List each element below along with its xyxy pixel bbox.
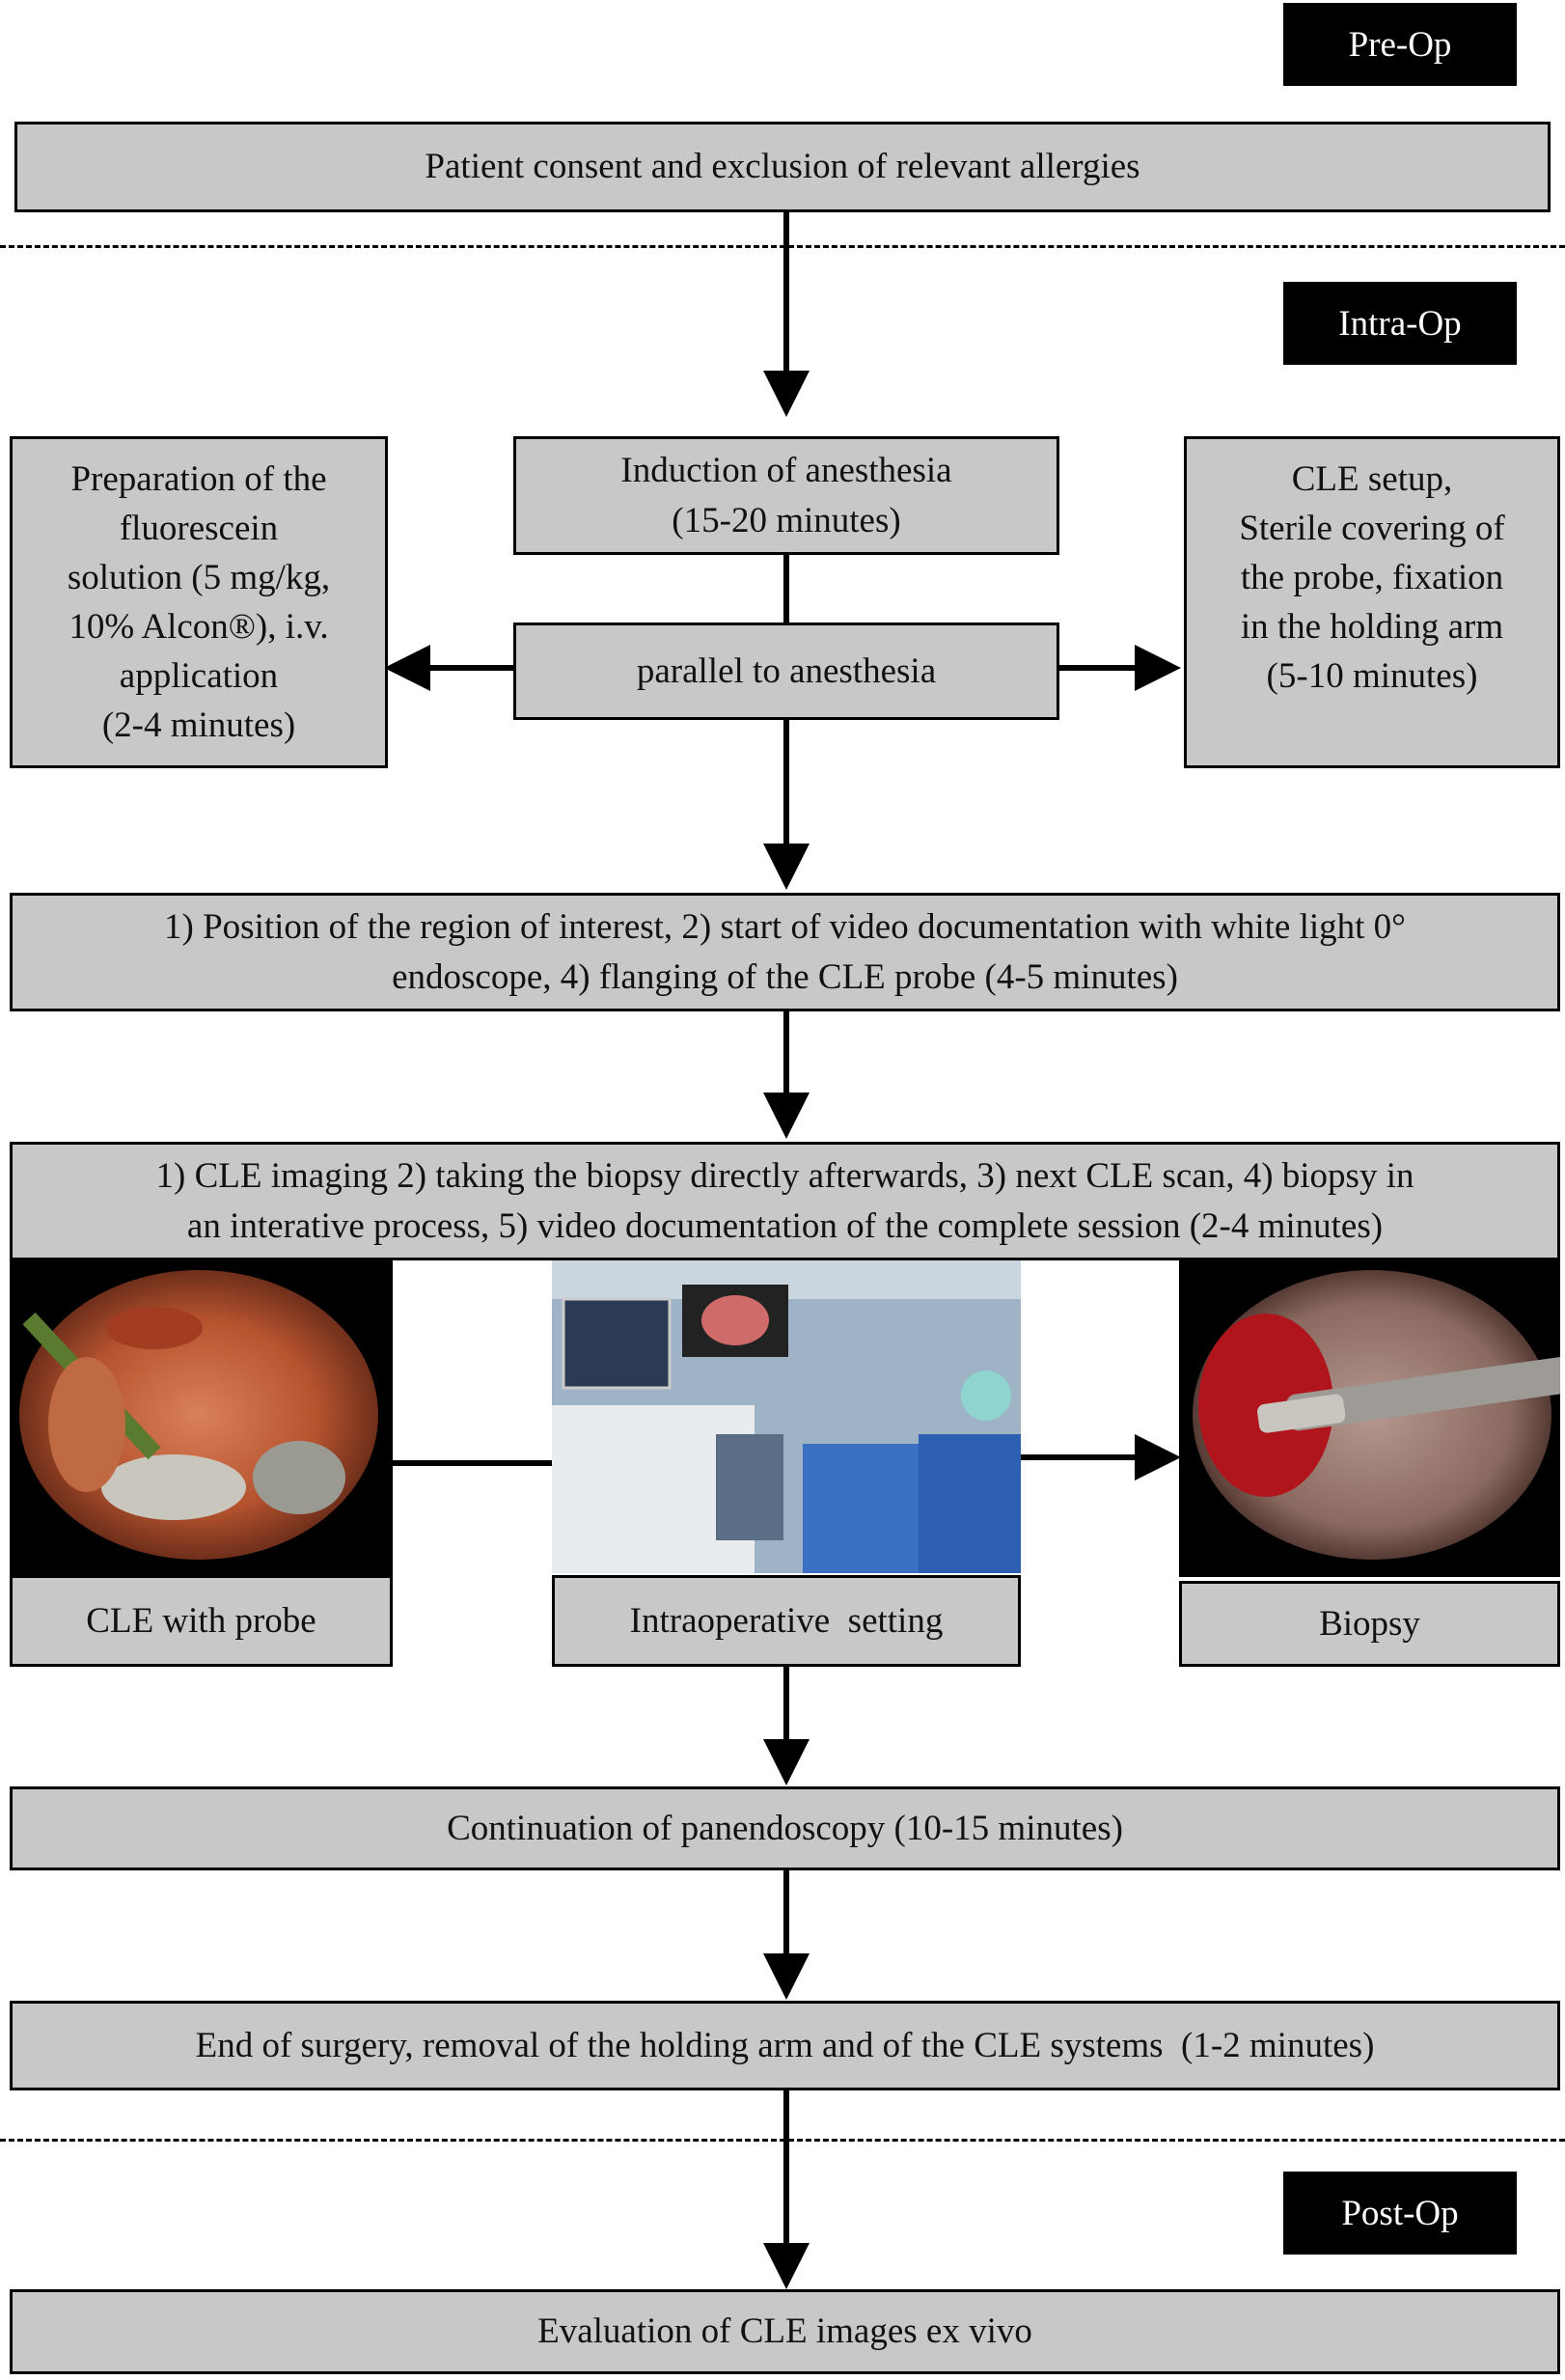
post-op-label: Post-Op [1341, 2193, 1459, 2233]
cle-setup-text: CLE setup, Sterile covering of the probe… [1239, 459, 1505, 697]
fluorescein-box: Preparation of the fluorescein solution … [10, 436, 388, 768]
biopsy-endoscopic-image [1193, 1270, 1560, 1560]
cle-probe-endoscopic-image [19, 1270, 378, 1560]
setting-caption-box: Intraoperative setting [552, 1575, 1021, 1667]
intra-op-label: Intra-Op [1338, 303, 1462, 344]
biopsy-photo [1179, 1260, 1560, 1577]
end-surgery-box: End of surgery, removal of the holding a… [10, 2001, 1560, 2090]
intra-op-tag: Intra-Op [1283, 282, 1517, 365]
consent-box: Patient consent and exclusion of relevan… [14, 122, 1551, 212]
intraoperative-setting-photo [552, 1260, 1021, 1573]
pre-op-tag: Pre-Op [1283, 3, 1517, 86]
cle-probe-caption-box: CLE with probe [10, 1575, 393, 1667]
cle-probe-photo [10, 1260, 393, 1577]
setting-caption: Intraoperative setting [629, 1600, 944, 1641]
biopsy-caption: Biopsy [1319, 1603, 1420, 1644]
induction-text: Induction of anesthesia (15-20 minutes) [620, 451, 952, 540]
imaging-text: 1) CLE imaging 2) taking the biopsy dire… [155, 1156, 1414, 1246]
continuation-box: Continuation of panendoscopy (10-15 minu… [10, 1786, 1560, 1870]
consent-text: Patient consent and exclusion of relevan… [425, 147, 1140, 187]
induction-box: Induction of anesthesia (15-20 minutes) [513, 436, 1059, 555]
position-text: 1) Position of the region of interest, 2… [164, 907, 1406, 997]
imaging-box: 1) CLE imaging 2) taking the biopsy dire… [10, 1142, 1560, 1260]
position-box: 1) Position of the region of interest, 2… [10, 893, 1560, 1011]
evaluation-text: Evaluation of CLE images ex vivo [537, 2311, 1032, 2352]
post-op-tag: Post-Op [1283, 2172, 1517, 2255]
operating-room-image [552, 1260, 1021, 1573]
evaluation-box: Evaluation of CLE images ex vivo [10, 2289, 1560, 2374]
cle-probe-caption: CLE with probe [86, 1600, 316, 1641]
pre-intra-separator [0, 245, 1565, 248]
biopsy-caption-box: Biopsy [1179, 1581, 1560, 1667]
end-surgery-text: End of surgery, removal of the holding a… [195, 2025, 1375, 2065]
pre-op-label: Pre-Op [1348, 24, 1452, 65]
parallel-text: parallel to anesthesia [636, 650, 937, 691]
continuation-text: Continuation of panendoscopy (10-15 minu… [447, 1808, 1123, 1848]
fluorescein-text: Preparation of the fluorescein solution … [67, 458, 331, 746]
intra-post-separator [0, 2139, 1565, 2142]
parallel-box: parallel to anesthesia [513, 623, 1059, 720]
cle-setup-box: CLE setup, Sterile covering of the probe… [1184, 436, 1560, 768]
